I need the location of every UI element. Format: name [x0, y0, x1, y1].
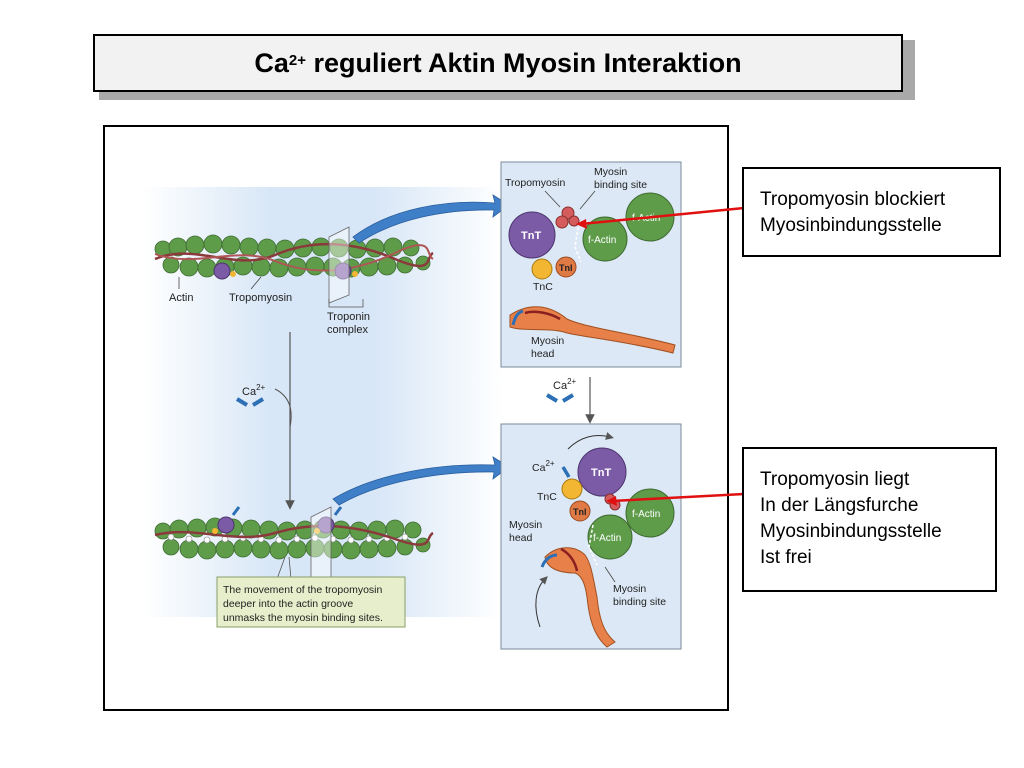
tp-myosin-1: Myosin: [531, 335, 564, 347]
label-actin: Actin: [169, 292, 193, 304]
tp-tropomyosin: Tropomyosin: [505, 177, 565, 189]
figure-diagram: Actin Tropomyosin Troponin complex Ca2+: [143, 161, 682, 650]
left-ca-label: Ca2+: [242, 383, 266, 398]
label-complex: complex: [327, 324, 368, 336]
troponin-bracket: [328, 299, 364, 308]
label-troponin: Troponin: [327, 311, 370, 323]
left-ca-curve: [274, 388, 292, 428]
bp-tnt: TnT: [591, 467, 611, 479]
title-prefix: Ca: [254, 47, 289, 78]
callout-blocked-line-2: Myosinbindungsstelle: [760, 215, 942, 236]
callout-blocked-line-1: Tropomyosin blockiert: [760, 189, 946, 210]
thin-filament-activated: [154, 506, 434, 586]
tp-factin-a: f-Actin: [632, 213, 660, 224]
callout-blocked: Tropomyosin blockiert Myosinbindungsstel…: [742, 167, 1001, 257]
left-ca-ions: [235, 397, 265, 407]
tp-factin-b: f-Actin: [588, 235, 616, 246]
callout-free-line-3: Myosinbindungsstelle: [760, 521, 942, 542]
bp-myosin-bs-2: binding site: [613, 596, 666, 608]
title-rest: reguliert Aktin Myosin Interaktion: [306, 47, 742, 78]
bp-factin-b: f-Actin: [593, 533, 621, 544]
callout-free-line-1: Tropomyosin liegt: [760, 469, 910, 490]
tp-myosin-2: head: [531, 348, 555, 360]
bp-myosin-1: Myosin: [509, 519, 542, 531]
callout-free: Tropomyosin liegt In der Längsfurche Myo…: [742, 447, 997, 592]
caption-box: [216, 576, 406, 628]
panel-relaxed: Tropomyosin Myosin binding site f-Actin …: [500, 161, 682, 368]
tropomyosin-leader: [250, 276, 262, 290]
caption-line-1: The movement of the tropomyosin: [223, 584, 382, 596]
tp-myosin-bs-2: binding site: [594, 179, 647, 191]
caption-line-3: unmasks the myosin binding sites.: [223, 612, 383, 624]
label-tropomyosin: Tropomyosin: [229, 292, 292, 304]
figure-frame: Actin Tropomyosin Troponin complex Ca2+: [103, 125, 729, 711]
tp-tnc: TnC: [533, 281, 553, 293]
panel-activated: TnT Ca2+ TnC f-Actin f-Actin TnI Myosin …: [500, 423, 682, 650]
title-superscript: 2+: [288, 51, 307, 69]
bp-tni: TnI: [573, 507, 587, 517]
tp-tnt: TnT: [521, 230, 541, 242]
mid-ca-label: Ca2+: [553, 377, 577, 392]
caption-leaders: [276, 556, 292, 580]
mid-ca-ions: [545, 393, 575, 403]
tp-tni: TnI: [559, 263, 573, 273]
bp-myosin-bs-1: Myosin: [613, 583, 646, 595]
bp-tnc: TnC: [537, 491, 557, 503]
callout-free-line-4: Ist frei: [760, 547, 812, 568]
tp-myosin-bs-1: Myosin: [594, 166, 627, 178]
bp-myosin-2: head: [509, 532, 533, 544]
bp-ca: Ca2+: [532, 459, 555, 474]
bp-factin-a: f-Actin: [632, 509, 660, 520]
thin-filament-relaxed: [154, 226, 434, 304]
callout-free-line-2: In der Längsfurche: [760, 495, 919, 516]
caption-line-2: deeper into the actin groove: [223, 598, 353, 610]
